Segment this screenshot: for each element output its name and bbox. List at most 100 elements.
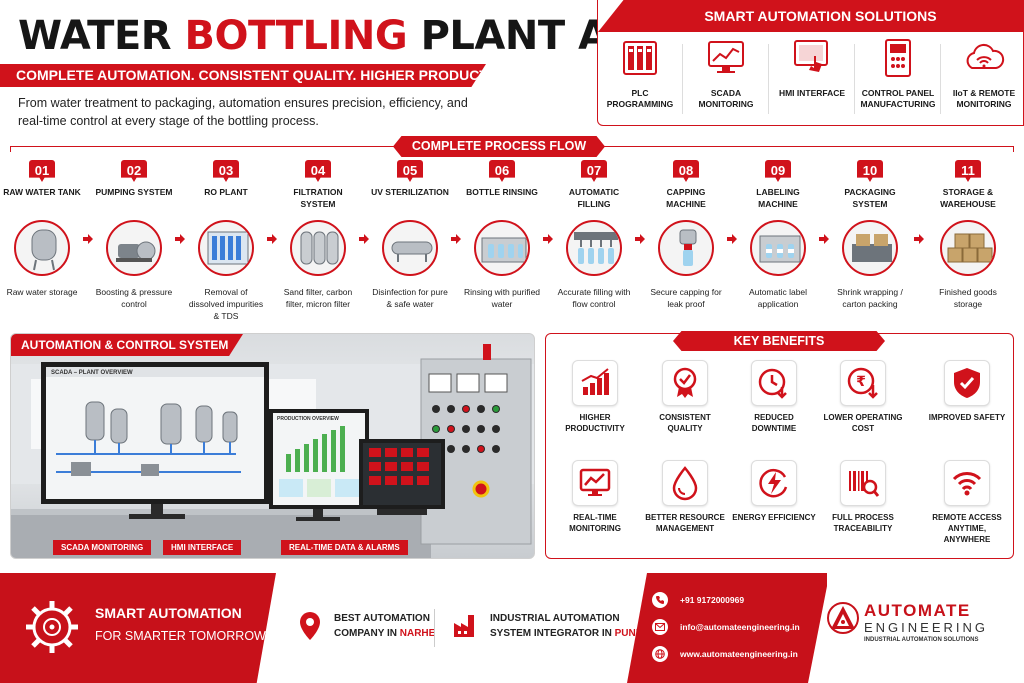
step-number: 05 (397, 160, 423, 182)
step-number: 01 (29, 160, 55, 182)
phone-icon (652, 592, 668, 608)
smart-solutions-panel: SMART AUTOMATION SOLUTIONS PLC PROGRAMMI… (597, 0, 1024, 126)
automation-heading: AUTOMATION & CONTROL SYSTEM (11, 334, 243, 356)
best-company-line2: COMPANY IN (334, 628, 400, 639)
solution-scada[interactable]: SCADA MONITORING (686, 38, 766, 122)
step-name: PUMPING SYSTEM (95, 187, 173, 197)
step-image (750, 220, 806, 276)
benefit-label: ENERGY EFFICIENCY (732, 513, 816, 522)
contact-email[interactable]: info@automateengineering.in (652, 617, 800, 637)
step-number: 04 (305, 160, 331, 182)
monitor-graph-icon (572, 460, 618, 506)
step-number: 10 (857, 160, 883, 182)
logo-text-line3: INDUSTRIAL AUTOMATION SOLUTIONS (864, 637, 979, 643)
flow-arrow-icon (914, 234, 924, 244)
flow-divider-tick (1013, 146, 1014, 152)
solution-label: SCADA MONITORING (698, 88, 754, 109)
quality-badge-icon (662, 360, 708, 406)
solution-label: HMI INTERFACE (778, 88, 846, 98)
step-image (842, 220, 898, 276)
flow-arrow-icon (175, 234, 185, 244)
step-number: 11 (955, 160, 981, 182)
solution-label: PLC PROGRAMMING (606, 88, 674, 109)
integrator-location: PUNE (614, 628, 643, 639)
factory-icon (454, 615, 474, 637)
solution-hmi[interactable]: HMI INTERFACE (772, 38, 852, 122)
company-logo: AUTOMATE ENGINEERING INDUSTRIAL AUTOMATI… (808, 573, 1024, 683)
phone-number: +91 9172000969 (680, 595, 745, 605)
barcode-search-icon (840, 460, 886, 506)
step-description: Removal of dissolved impurities & TDS (188, 287, 264, 321)
benefit-item: REAL-TIME MONITORING (552, 460, 638, 534)
control-room-illustration (11, 344, 534, 558)
solution-control-panel[interactable]: CONTROL PANEL MANUFACTURING (858, 38, 938, 122)
contact-website[interactable]: www.automateengineering.in (652, 644, 798, 664)
benefit-item: REDUCED DOWNTIME (731, 360, 817, 434)
integrator-line1: INDUSTRIAL AUTOMATION (490, 613, 620, 624)
automation-control-panel: AUTOMATION & CONTROL SYSTEM SCADA – PLAN… (10, 333, 535, 559)
benefit-item: ENERGY EFFICIENCY (731, 460, 817, 523)
tag-scada-monitoring: SCADA MONITORING (53, 540, 152, 555)
solution-label: IIoT & REMOTE MONITORING (952, 88, 1016, 109)
website-url: www.automateengineering.in (680, 649, 798, 659)
plc-icon (623, 41, 657, 75)
step-image (290, 220, 346, 276)
title-part-1: WATER (18, 13, 185, 59)
gear-circuit-icon (26, 601, 78, 653)
intro-text: From water treatment to packaging, autom… (18, 96, 468, 128)
flow-arrow-icon (635, 234, 645, 244)
scada-monitor-icon (708, 41, 744, 73)
step-image (382, 220, 438, 276)
step-description: Rinsing with purified water (463, 287, 541, 309)
shield-check-icon (944, 360, 990, 406)
divider (940, 44, 941, 114)
best-company-text: BEST AUTOMATION COMPANY IN NARHE (334, 611, 435, 641)
step-image (14, 220, 70, 276)
step-image (198, 220, 254, 276)
header: WATER BOTTLING PLANT AUTOMATION COMPLETE… (0, 0, 1024, 136)
logo-text-line1: AUTOMATE (864, 601, 971, 620)
smart-solutions-heading: SMART AUTOMATION SOLUTIONS (598, 0, 1023, 32)
solution-iiot[interactable]: IIoT & REMOTE MONITORING (944, 38, 1024, 122)
step-description: Shrink wrapping / carton packing (837, 287, 903, 309)
step-image (106, 220, 162, 276)
contact-phone[interactable]: +91 9172000969 (652, 590, 744, 610)
best-company-line1: BEST AUTOMATION (334, 613, 430, 624)
benefit-label: CONSISTENT QUALITY (659, 413, 711, 433)
benefit-item: ₹LOWER OPERATING COST (820, 360, 906, 434)
step-number: 07 (581, 160, 607, 182)
flow-arrow-icon (819, 234, 829, 244)
flow-arrow-icon (727, 234, 737, 244)
globe-icon (652, 646, 668, 662)
benefit-label: BETTER RESOURCE MANAGEMENT (645, 513, 725, 533)
hmi-touch-icon (794, 40, 828, 72)
cloud-wifi-icon (966, 43, 1005, 69)
step-number: 09 (765, 160, 791, 182)
solution-plc[interactable]: PLC PROGRAMMING (600, 38, 680, 122)
tagline-banner: COMPLETE AUTOMATION. CONSISTENT QUALITY.… (0, 64, 486, 87)
step-description: Sand filter, carbon filter, micron filte… (283, 287, 353, 309)
step-image (658, 220, 714, 276)
divider (854, 44, 855, 114)
flow-arrow-icon (451, 234, 461, 244)
benefit-label: REMOTE ACCESS ANYTIME, ANYWHERE (932, 513, 1002, 544)
benefit-label: REAL-TIME MONITORING (569, 513, 621, 533)
benefit-label: HIGHER PRODUCTIVITY (565, 413, 625, 433)
step-description: Automatic label application (748, 287, 808, 309)
step-description: Finished goods storage (939, 287, 997, 309)
step-number: 02 (121, 160, 147, 182)
scada-screen-title: SCADA – PLANT OVERVIEW (51, 370, 133, 376)
step-description: Secure capping for leak proof (650, 287, 722, 309)
integrator-line2: SYSTEM INTEGRATOR IN (490, 628, 615, 639)
flow-divider-tick (10, 146, 11, 152)
rupee-down-icon: ₹ (840, 360, 886, 406)
tag-real-time-data: REAL-TIME DATA & ALARMS (281, 540, 408, 555)
best-company-location: NARHE (399, 628, 436, 639)
clock-down-icon (751, 360, 797, 406)
